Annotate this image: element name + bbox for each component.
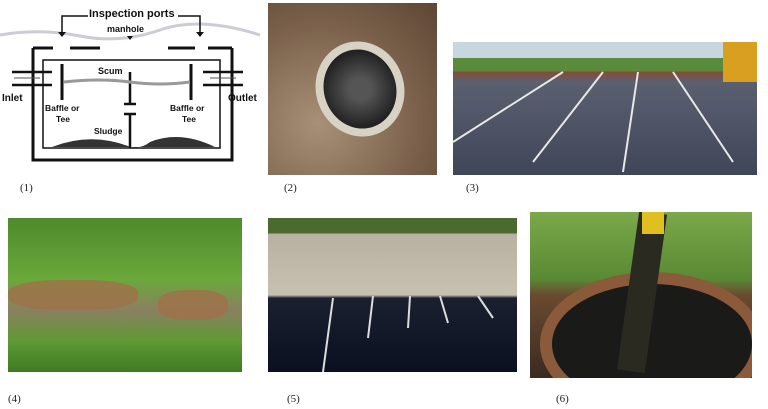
outlet-label: Outlet: [228, 93, 258, 104]
scum-label: Scum: [98, 66, 123, 76]
sludge-label: Sludge: [94, 126, 123, 136]
photo-drainfield-trenches: [453, 42, 757, 175]
caption-5: (5): [287, 393, 300, 405]
inspection-ports-label: Inspection ports: [89, 8, 175, 20]
baffle-right-label-1: Baffle or: [170, 103, 205, 113]
caption-6: (6): [556, 393, 569, 405]
photo-wet-lawn: [8, 218, 242, 372]
ground-line: [0, 22, 260, 41]
caption-4: (4): [8, 393, 21, 405]
baffle-right-label-2: Tee: [182, 114, 196, 124]
baffle-left-label-1: Baffle or: [45, 103, 80, 113]
septic-tank-diagram: Inspection ports manhole Inlet Outlet Sc…: [0, 8, 260, 162]
photo-tank-inspection: [530, 212, 752, 378]
manhole-label: manhole: [107, 24, 144, 34]
photo-pipe-in-soil: [268, 3, 437, 175]
baffle-left-label-2: Tee: [56, 114, 70, 124]
photo-exposed-trench: [268, 218, 517, 372]
inspection-bracket: [61, 15, 201, 35]
caption-3: (3): [466, 182, 479, 194]
caption-1: (1): [20, 182, 33, 194]
caption-2: (2): [284, 182, 297, 194]
inlet-label: Inlet: [2, 93, 23, 104]
sludge-layer: [52, 137, 215, 148]
